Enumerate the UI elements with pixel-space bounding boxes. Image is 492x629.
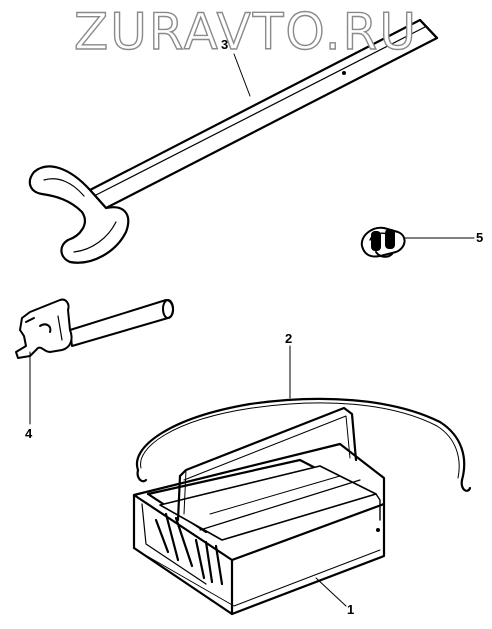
watermark-text: ZURAVTO.RU [73, 2, 418, 61]
callout-1: 1 [347, 602, 355, 617]
strap [135, 397, 472, 492]
callout-3: 3 [221, 37, 229, 52]
callout-4: 4 [25, 426, 33, 441]
toolbox [132, 406, 386, 616]
open-end-wrench [28, 18, 439, 264]
hook-spanner [15, 298, 174, 359]
leader-lines [29, 53, 475, 607]
callout-2: 2 [285, 331, 293, 346]
callout-5: 5 [476, 230, 484, 245]
leader-3 [233, 53, 251, 97]
clip-part [360, 226, 406, 258]
leader-1 [315, 577, 347, 607]
